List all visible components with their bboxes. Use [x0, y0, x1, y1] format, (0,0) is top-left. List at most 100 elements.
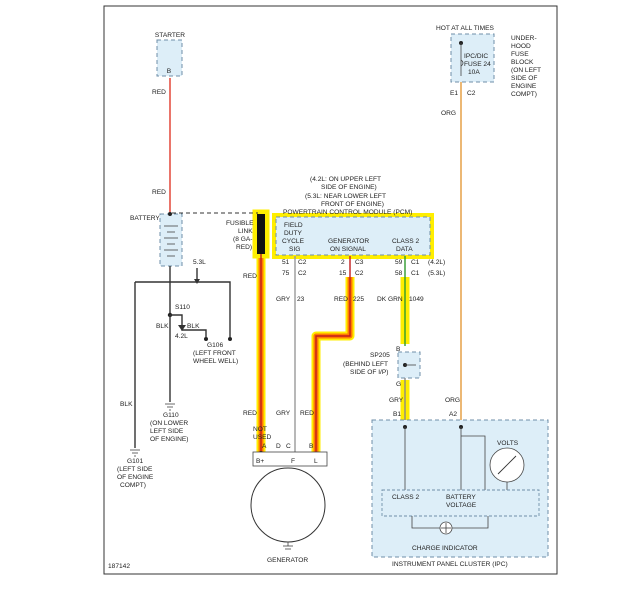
- svg-text:G: G: [396, 381, 401, 388]
- svg-text:GRY: GRY: [276, 296, 291, 303]
- svg-text:LINK: LINK: [238, 228, 253, 235]
- blk-label-a: BLK: [156, 323, 169, 330]
- generator-body: [250, 467, 326, 543]
- starter-wire-label: RED: [152, 89, 166, 96]
- svg-text:75: 75: [282, 270, 290, 277]
- svg-text:ENGINE: ENGINE: [511, 83, 537, 90]
- generator: NOT USED A D C B B+ F L GENERATOR: [250, 426, 328, 564]
- instrument-panel-cluster: VOLTS CLASS 2 BATTERY VOLTAGE CHARGE IND…: [371, 419, 549, 568]
- fusible-link: FUSIBLE LINK (8 GA- RED) RED RED: [226, 214, 265, 452]
- svg-text:USED: USED: [253, 434, 272, 441]
- svg-text:WHEEL WELL): WHEEL WELL): [193, 358, 238, 365]
- svg-text:GENERATOR: GENERATOR: [267, 557, 308, 564]
- blk-5-3l-branch: [197, 281, 231, 337]
- svg-text:(BEHIND LEFT: (BEHIND LEFT: [343, 361, 388, 368]
- svg-text:FIELD: FIELD: [284, 222, 303, 229]
- svg-text:(5.3L: NEAR LOWER LEFT: (5.3L: NEAR LOWER LEFT: [305, 193, 386, 200]
- svg-text:HOOD: HOOD: [511, 43, 531, 50]
- svg-text:VOLTS: VOLTS: [497, 440, 519, 447]
- svg-text:GENERATOR: GENERATOR: [328, 238, 369, 245]
- svg-text:BLOCK: BLOCK: [511, 59, 534, 66]
- svg-text:FUSE 24: FUSE 24: [464, 61, 491, 68]
- svg-text:C2: C2: [298, 270, 307, 277]
- svg-text:A2: A2: [449, 411, 457, 418]
- generator-connector: [252, 451, 328, 467]
- diagram-frame: [103, 5, 558, 575]
- svg-text:15: 15: [339, 270, 347, 277]
- svg-text:SIDE OF I/P): SIDE OF I/P): [350, 369, 388, 376]
- svg-text:(ON LEFT: (ON LEFT: [511, 67, 541, 74]
- svg-text:RED: RED: [300, 410, 314, 417]
- ipc-box: [371, 419, 549, 558]
- svg-text:ORG: ORG: [445, 397, 460, 404]
- svg-text:SIG: SIG: [289, 246, 300, 253]
- svg-text:(5.3L): (5.3L): [428, 270, 445, 277]
- svg-text:CLASS 2: CLASS 2: [392, 494, 419, 501]
- svg-text:2: 2: [341, 259, 345, 266]
- svg-text:GRY: GRY: [389, 397, 404, 404]
- svg-text:CHARGE INDICATOR: CHARGE INDICATOR: [412, 545, 478, 552]
- svg-text:A: A: [262, 443, 267, 450]
- svg-text:C1: C1: [411, 259, 420, 266]
- ipc-inner: [381, 489, 540, 517]
- svg-text:NOT: NOT: [253, 426, 267, 433]
- svg-text:E1: E1: [450, 90, 458, 97]
- battery-box: [159, 213, 183, 267]
- pcm-box: [275, 216, 431, 256]
- svg-text:VOLTAGE: VOLTAGE: [446, 502, 477, 509]
- starter: STARTER B RED RED: [152, 32, 185, 212]
- svg-text:SIDE OF ENGINE): SIDE OF ENGINE): [321, 184, 377, 191]
- starter-title: STARTER: [155, 32, 185, 39]
- svg-text:BATTERY: BATTERY: [446, 494, 476, 501]
- svg-text:CLASS 2: CLASS 2: [392, 238, 419, 245]
- svg-text:DK GRN: DK GRN: [377, 296, 403, 303]
- pcm-title: POWERTRAIN CONTROL MODULE (PCM): [283, 209, 412, 216]
- svg-text:ORG: ORG: [441, 110, 456, 117]
- svg-text:(LEFT SIDE: (LEFT SIDE: [117, 466, 153, 473]
- svg-text:F: F: [291, 458, 295, 465]
- svg-text:DATA: DATA: [396, 246, 413, 253]
- svg-text:D: D: [276, 443, 281, 450]
- underhood-fuse-block: HOT AT ALL TIMES IPC/DIC FUSE 24 10A UND…: [436, 25, 541, 420]
- svg-text:SP205: SP205: [370, 352, 390, 359]
- red-left-label: RED: [243, 410, 257, 417]
- splice-sp205: B SP205 (BEHIND LEFT SIDE OF I/P) G GRY …: [343, 346, 421, 420]
- svg-text:FUSE: FUSE: [511, 51, 529, 58]
- svg-text:G110: G110: [163, 412, 179, 419]
- svg-text:GRY: GRY: [276, 410, 291, 417]
- diagram-id: 187142: [108, 563, 130, 570]
- svg-text:SIDE OF: SIDE OF: [511, 75, 537, 82]
- svg-text:(LEFT FRONT: (LEFT FRONT: [193, 350, 236, 357]
- svg-text:DUTY: DUTY: [284, 230, 303, 237]
- svg-text:(4.2L: ON UPPER LEFT: (4.2L: ON UPPER LEFT: [310, 176, 381, 183]
- svg-text:23: 23: [297, 296, 305, 303]
- svg-text:FRONT OF ENGINE): FRONT OF ENGINE): [321, 201, 384, 208]
- svg-text:C2: C2: [467, 90, 476, 97]
- svg-text:RED: RED: [334, 296, 348, 303]
- pcm-highlight: [272, 213, 434, 259]
- svg-text:OF ENGINE): OF ENGINE): [150, 436, 188, 443]
- svg-text:10A: 10A: [468, 69, 480, 76]
- starter-box: [156, 39, 183, 77]
- svg-text:LEFT SIDE: LEFT SIDE: [150, 428, 184, 435]
- svg-text:C1: C1: [411, 270, 420, 277]
- svg-text:B+: B+: [256, 458, 264, 465]
- var-4-2l: 4.2L: [175, 333, 188, 340]
- blk-label-b: BLK: [187, 323, 200, 330]
- svg-text:C2: C2: [355, 270, 364, 277]
- svg-text:RED): RED): [236, 244, 252, 251]
- battery: BATTERY 5.3L S110 4.2L BLK BLK G106 (LEF…: [117, 212, 258, 489]
- svg-text:UNDER-: UNDER-: [511, 35, 537, 42]
- ipc-title: INSTRUMENT PANEL CLUSTER (IPC): [392, 561, 508, 568]
- svg-text:225: 225: [353, 296, 364, 303]
- svg-text:B1: B1: [393, 411, 401, 418]
- svg-text:59: 59: [395, 259, 403, 266]
- svg-text:G106: G106: [207, 342, 223, 349]
- svg-text:G101: G101: [127, 458, 143, 465]
- svg-text:(ON LOWER: (ON LOWER: [150, 420, 188, 427]
- hot-label: HOT AT ALL TIMES: [436, 25, 495, 32]
- pcm: (4.2L: ON UPPER LEFT SIDE OF ENGINE) (5.…: [275, 176, 445, 277]
- svg-text:58: 58: [395, 270, 403, 277]
- fuse-block-box: [450, 33, 495, 83]
